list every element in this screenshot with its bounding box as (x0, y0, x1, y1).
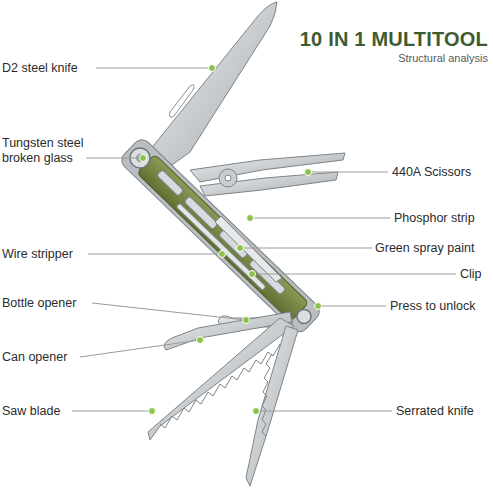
diagram-title: 10 IN 1 MULTITOOL (200, 28, 488, 51)
leader-lines (72, 68, 456, 411)
part-label: Phosphor strip (394, 211, 492, 226)
serrated-knife (246, 326, 298, 486)
pocket-clip (215, 216, 282, 282)
part-label: Clip (460, 267, 492, 282)
part-label: Wire stripper (2, 247, 122, 262)
part-label: Tungsten steel broken glass (2, 136, 102, 166)
part-label: Can opener (2, 350, 122, 365)
part-label: 440A Scissors (392, 165, 492, 180)
part-label: Saw blade (2, 404, 122, 419)
part-label: Green spray paint (375, 241, 492, 256)
part-label: Bottle opener (2, 296, 122, 311)
part-label: D2 steel knife (2, 61, 122, 76)
subtitle: Structural analysis (288, 51, 488, 66)
part-label: Press to unlock (390, 299, 492, 314)
part-label: Serrated knife (396, 404, 492, 419)
leader-dots (140, 65, 322, 415)
handle (118, 136, 323, 336)
scissors (190, 153, 345, 196)
knife-blade (150, 2, 277, 170)
